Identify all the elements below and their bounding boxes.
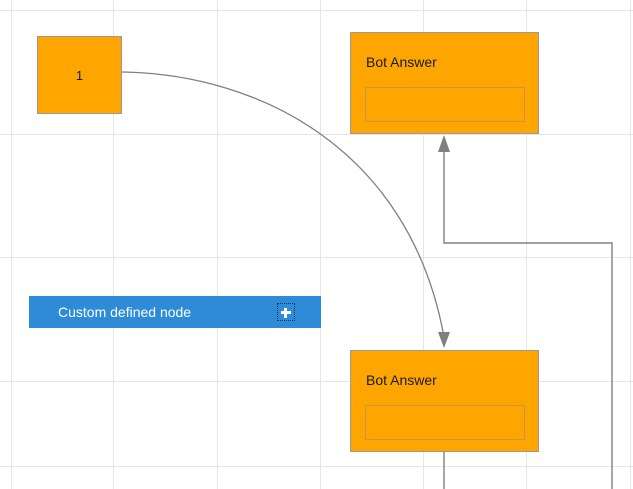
node-content-slot[interactable] xyxy=(365,405,525,440)
node-content-slot[interactable] xyxy=(365,87,525,122)
node-title: Bot Answer xyxy=(366,372,437,388)
grid-line-vertical xyxy=(11,0,12,489)
grid-line-horizontal xyxy=(0,466,633,467)
grid-line-horizontal xyxy=(0,381,633,382)
node-title: Bot Answer xyxy=(366,54,437,70)
grid-line-vertical xyxy=(217,0,218,489)
arrowhead-down-icon xyxy=(438,332,450,348)
custom-defined-node-bar[interactable]: Custom defined node xyxy=(29,296,321,328)
node-bot-answer-bottom[interactable]: Bot Answer xyxy=(350,350,539,452)
grid-line-horizontal xyxy=(0,257,633,258)
plus-icon-vertical-bar xyxy=(284,308,287,318)
grid-line-vertical xyxy=(320,0,321,489)
node-start-label: 1 xyxy=(75,67,84,83)
grid-line-horizontal xyxy=(0,10,633,11)
node-start[interactable]: 1 xyxy=(37,36,122,114)
arrowhead-up-icon xyxy=(438,135,450,152)
grid-line-horizontal xyxy=(0,134,633,135)
grid-line-vertical xyxy=(113,0,114,489)
grid-line-vertical xyxy=(630,0,631,489)
plus-icon[interactable] xyxy=(277,303,295,321)
node-bot-answer-top[interactable]: Bot Answer xyxy=(350,32,539,134)
custom-defined-node-label: Custom defined node xyxy=(58,304,192,320)
